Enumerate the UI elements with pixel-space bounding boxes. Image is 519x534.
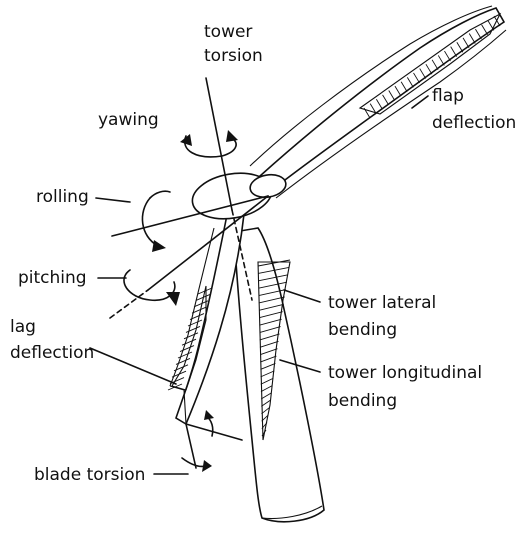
label-lag-2: deflection [10, 343, 94, 363]
hatch-line [188, 320, 202, 326]
hatch-line [178, 352, 192, 358]
hatch-line [180, 346, 194, 352]
label-tower-lateral-2: bending [328, 320, 397, 340]
yawing-arrow [180, 130, 238, 157]
hatch-line [176, 358, 190, 364]
hatch-line [174, 365, 188, 371]
label-flap-1: flap [432, 86, 464, 106]
lower-blade [170, 210, 244, 424]
label-tower-long-1: tower longitudinal [328, 363, 482, 383]
label-yawing: yawing [98, 110, 159, 130]
label-lag-1: lag [10, 317, 36, 337]
label-rolling: rolling [36, 187, 89, 207]
hatch-line [186, 326, 200, 332]
hatch-line [182, 339, 196, 345]
label-tower-torsion-2: torsion [204, 46, 263, 66]
label-tower-torsion-1: tower [204, 22, 252, 42]
label-blade-torsion: blade torsion [34, 465, 145, 485]
label-tower-lateral-1: tower lateral [328, 293, 436, 313]
label-tower-long-2: bending [328, 391, 397, 411]
tower [234, 228, 324, 522]
label-flap-2: deflection [432, 113, 516, 133]
blade-torsion-marker [182, 410, 242, 472]
label-pitching: pitching [18, 268, 87, 288]
hub [189, 167, 288, 224]
hatch-line [184, 333, 198, 339]
